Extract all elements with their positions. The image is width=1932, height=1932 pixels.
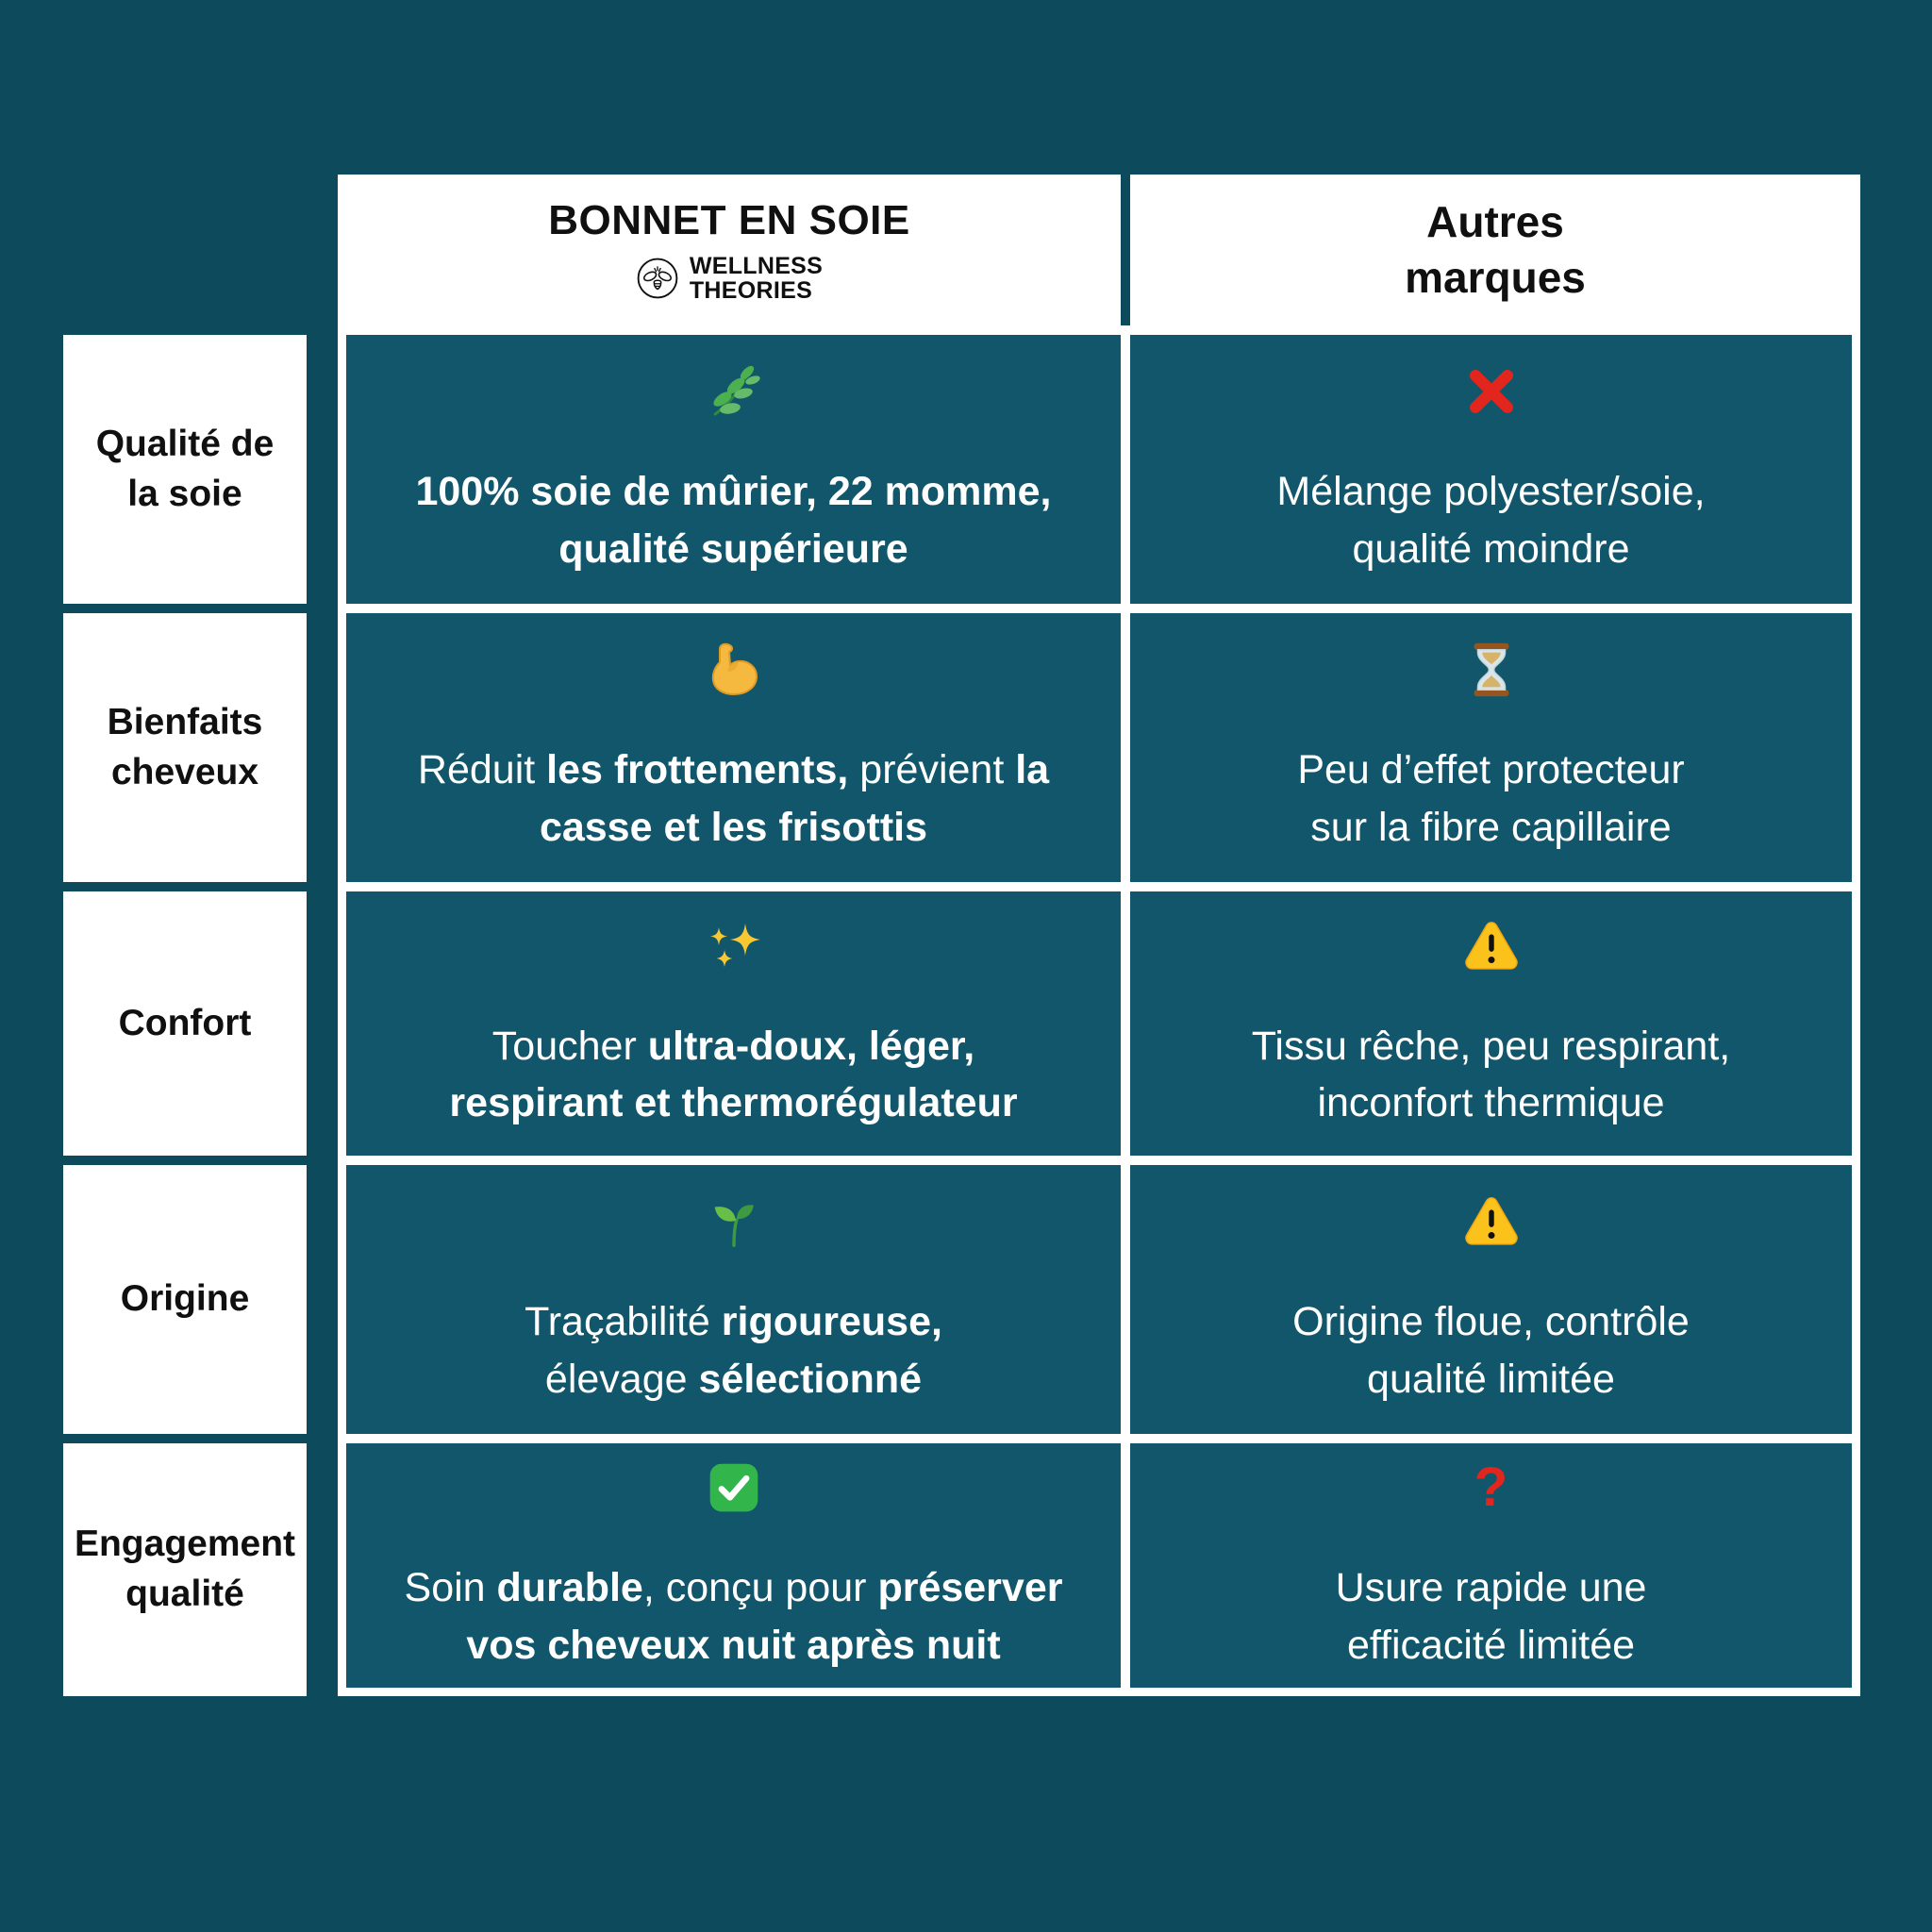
header-brand-cell: BONNET EN SOIE WELLNESS THEORIES (338, 175, 1121, 325)
brand-logo: WELLNESS THEORIES (636, 252, 824, 304)
competitor-cell: Tissu rêche, peu respirant,inconfort the… (1130, 891, 1852, 1156)
hourglass-icon (1462, 640, 1521, 700)
brand-logo-line1: WELLNESS (689, 252, 824, 279)
cell-text: Tissu rêche, peu respirant,inconfort the… (1251, 1023, 1731, 1125)
cell-text: Mélange polyester/soie,qualité moindre (1276, 469, 1706, 572)
question-mark-icon: ? (1474, 1457, 1508, 1519)
biceps-icon (704, 640, 764, 700)
brand-logo-text: WELLNESS THEORIES (689, 252, 824, 304)
brand-cell: Toucher ultra-doux, léger,respirant et t… (346, 891, 1121, 1156)
brand-logo-line2: THEORIES (689, 277, 813, 304)
competitor-cell: Mélange polyester/soie,qualité moindre (1130, 335, 1852, 604)
sparkles-icon (704, 916, 764, 976)
cell-text: Traçabilité rigoureuse,élevage sélection… (525, 1299, 942, 1402)
row-label: Confort (63, 891, 307, 1156)
competitor-column-line1: Autres (1426, 197, 1564, 247)
header-competitor-cell: Autres marques (1130, 175, 1860, 325)
brand-cell: Traçabilité rigoureuse,élevage sélection… (346, 1165, 1121, 1434)
competitor-column-line2: marques (1405, 253, 1586, 302)
brand-column-title: BONNET EN SOIE (548, 196, 910, 243)
bee-logo-icon (636, 257, 679, 300)
comparison-table: BONNET EN SOIE WELLNESS THEORIES (338, 175, 1860, 1696)
cross-mark-icon (1463, 361, 1520, 422)
seedling-icon (705, 1191, 763, 1252)
warning-icon (1462, 1191, 1521, 1252)
check-button-icon (706, 1457, 762, 1518)
cell-text: 100% soie de mûrier, 22 momme,qualité su… (415, 469, 1052, 572)
brand-cell: 100% soie de mûrier, 22 momme,qualité su… (346, 335, 1121, 604)
cell-text: Toucher ultra-doux, léger,respirant et t… (449, 1023, 1018, 1125)
header-divider (1121, 175, 1130, 325)
row-label: Origine (63, 1165, 307, 1434)
herb-icon (704, 361, 764, 422)
warning-icon (1462, 916, 1521, 976)
